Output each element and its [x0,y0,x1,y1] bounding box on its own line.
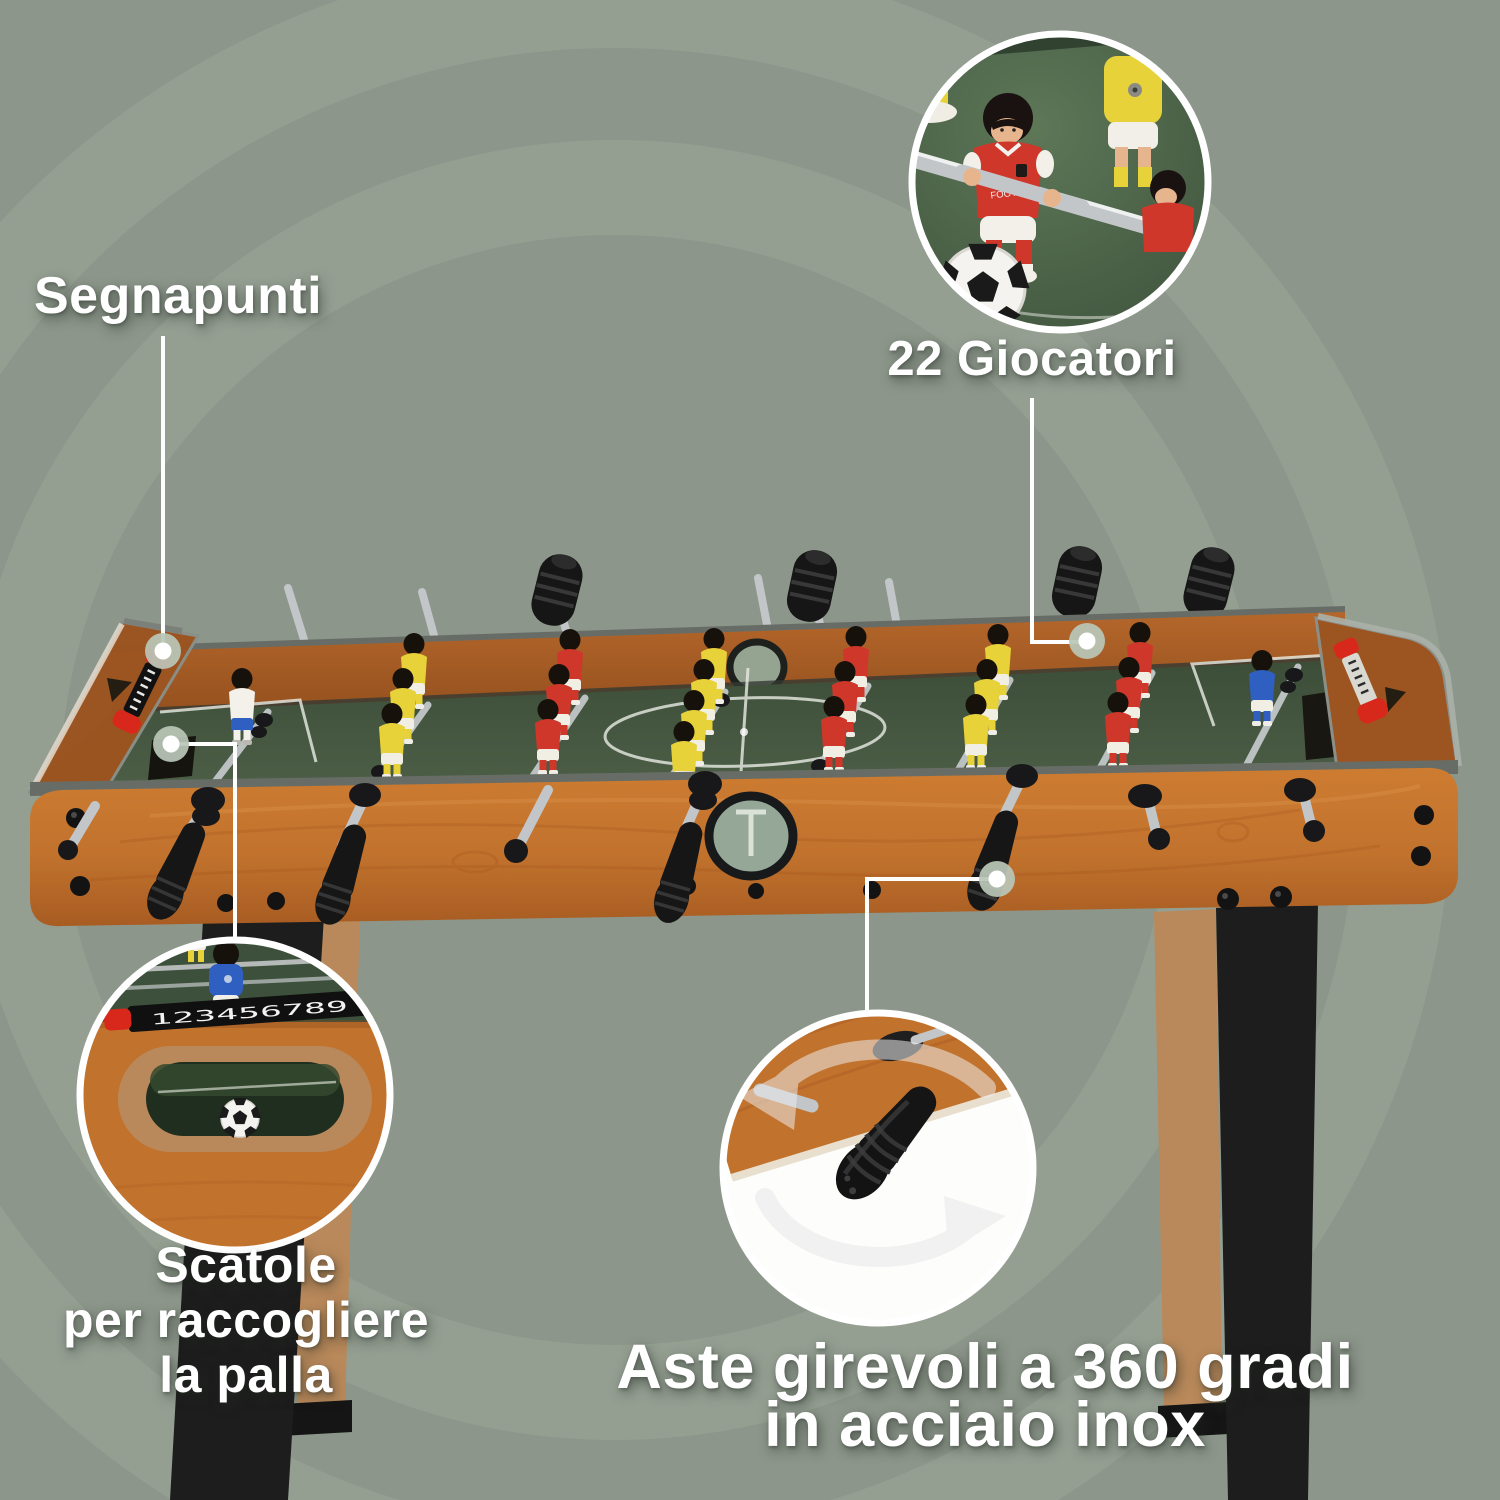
giocatori-text: 22 Giocatori [887,332,1177,386]
segnapunti-dot [145,633,181,669]
yellow-player [1104,56,1162,187]
scatole-line [171,742,237,948]
aste-line-2: in acciaio inox [764,1390,1206,1460]
callout-lines [161,336,1080,1020]
label-aste: Aste girevoli a 360 gradi in acciaio ino… [535,1332,1435,1460]
scatole-line-2: per raccogliere [62,1292,430,1348]
giocatori-line [1030,398,1080,644]
inset-players-closeup: FOOTBALL [865,30,1212,334]
aste-line [865,877,995,1020]
inset-border [719,1009,1037,1327]
red-sock-partial [865,178,906,242]
front-right-leg [1216,903,1318,1500]
callout-dots [145,623,1105,897]
inset-rotating-rod [719,1009,1037,1327]
aste-line-1: Aste girevoli a 360 gradi [616,1332,1354,1402]
right-end-panel [1314,613,1462,792]
right-leg-side-panel [1154,909,1222,1411]
rotation-arrow-bottom [755,1188,1006,1267]
rod-handle-large [835,1086,937,1200]
label-giocatori: 22 Giocatori [830,331,1234,387]
foosball-table [27,540,1462,1500]
screw-highlights [71,812,1281,899]
inset-border [76,936,394,1254]
inset-ball-box: 123456789 [76,936,394,1254]
scatole-dot [153,726,189,762]
label-segnapunti: Segnapunti [34,266,322,326]
aste-dot [979,861,1015,897]
label-scatole: Scatole per raccogliere la palla [30,1238,462,1403]
red-player-partial [1142,170,1194,252]
giocatori-dot [1069,623,1105,659]
scatole-line-1: Scatole [155,1237,337,1293]
segnapunti-text: Segnapunti [34,267,323,325]
inset-border [908,30,1212,334]
scatole-line-3: la palla [159,1347,333,1403]
front-rod-handles [58,764,1325,932]
right-score-counter [1333,637,1389,724]
rotation-arrow-top [738,1039,996,1130]
rod-grip-icon [524,547,590,633]
mini-blue-player [209,941,243,1006]
